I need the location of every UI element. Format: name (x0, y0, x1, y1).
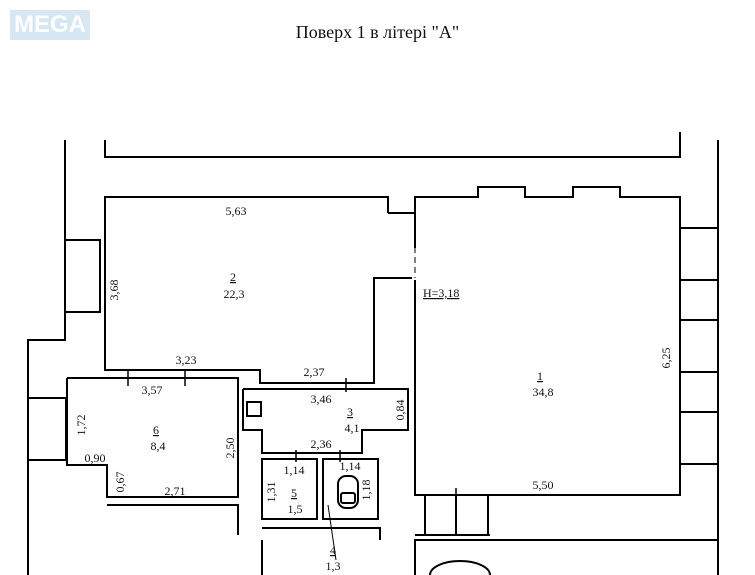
toilet-icon (337, 475, 359, 509)
dim-r6-notch-h: 0,67 (113, 472, 127, 493)
dim-r3-right: 0,84 (393, 400, 407, 421)
room-3-number: 3 (347, 405, 353, 419)
dim-r5-left: 1,31 (264, 482, 278, 503)
plan-title: Поверх 1 в літері "А" (295, 22, 460, 42)
dim-r6-right: 2,50 (223, 438, 237, 459)
dim-r6-bottom: 2,71 (165, 484, 186, 498)
stairs-left-upper (64, 239, 101, 313)
stairs-right-1 (679, 227, 719, 281)
room-1-number: 1 (537, 369, 543, 383)
dim-r3-top: 3,46 (311, 392, 332, 406)
stairs-left-lower (27, 397, 67, 461)
room-6-number: 6 (153, 423, 159, 437)
stairs-right-2 (679, 319, 719, 373)
dim-wc-top: 1,14 (340, 459, 361, 473)
room-5-outline (261, 458, 318, 520)
dim-r2-top: 5,63 (226, 204, 247, 218)
room-4-number: 4 (330, 543, 336, 557)
dim-r2-left: 3,68 (107, 280, 121, 301)
stairs-right-3 (679, 411, 719, 465)
dim-r1-bottom: 5,50 (533, 478, 554, 492)
outer-wall-top (104, 132, 681, 158)
room-2-number: 2 (230, 270, 236, 284)
room-3-area: 4,1 (345, 421, 360, 435)
dim-r6-notch-w: 0,90 (85, 451, 106, 465)
sink-icon (246, 401, 262, 417)
room-5-number: 5 (291, 486, 297, 500)
wc-outline (322, 458, 379, 520)
room-3-outline (242, 388, 409, 454)
room-5-area: 1,5 (288, 502, 303, 516)
room-4-area: 1,3 (326, 559, 341, 573)
dim-r5-top: 1,14 (284, 463, 305, 477)
room-1-area: 34,8 (533, 385, 554, 399)
room-2-area: 22,3 (224, 287, 245, 301)
room-1-outline (414, 186, 681, 496)
dim-r6-left: 1,72 (74, 415, 88, 436)
dim-r2-bottom-left: 3,23 (176, 353, 197, 367)
dim-r1-right: 6,25 (659, 348, 673, 369)
room-6-area: 8,4 (151, 439, 166, 453)
dim-r2-bottom-right: 2,37 (304, 365, 325, 379)
room-6-outline (66, 377, 239, 498)
room-2-outline (104, 196, 412, 384)
outer-wall-left (64, 140, 100, 241)
dim-r6-top: 3,57 (142, 383, 163, 397)
height-label: H=3,18 (423, 286, 459, 300)
dim-r3-bottom: 2,36 (311, 437, 332, 451)
dim-wc-right: 1,18 (359, 480, 373, 501)
mega-logo: MEGA (10, 10, 90, 40)
outer-wall-left-lower (27, 312, 66, 575)
